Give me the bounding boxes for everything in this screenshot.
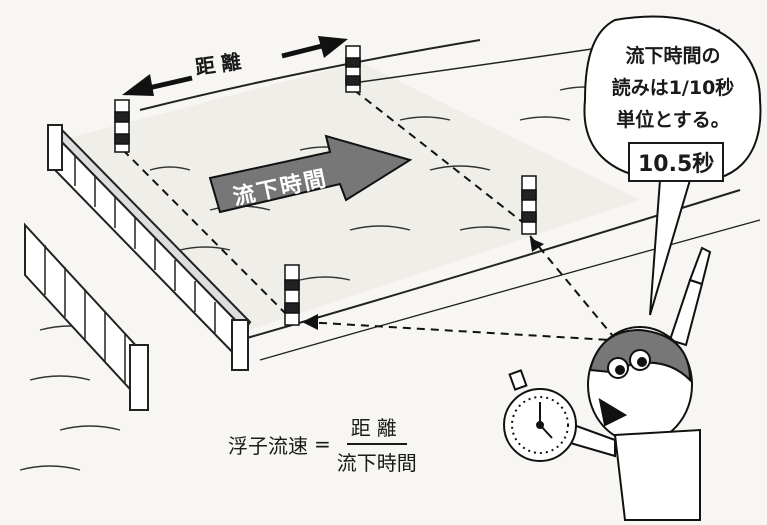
river-bank-far xyxy=(139,39,481,111)
pointing-finger xyxy=(688,246,712,286)
formula-fraction: 距離 流下時間 xyxy=(337,412,417,476)
velocity-formula: 浮子流速 = 距離 流下時間 xyxy=(228,412,417,476)
character-arm-up xyxy=(668,278,704,347)
bubble-line-2: 読みは1/10秒 xyxy=(611,77,735,99)
post-near-right xyxy=(521,175,537,235)
post-far-right xyxy=(345,45,361,93)
example-time-box: 10.5秒 xyxy=(628,142,725,182)
distance-arrow xyxy=(122,36,348,96)
formula-denominator: 流下時間 xyxy=(336,451,417,475)
formula-lhs: 浮子流速 xyxy=(228,433,308,458)
formula-equals: = xyxy=(314,432,331,456)
flow-arrow-icon xyxy=(208,134,413,214)
bubble-line-3: 単位とする。 xyxy=(616,109,730,131)
stopwatch-icon xyxy=(503,369,577,462)
bridge-upper xyxy=(47,124,252,371)
character-body xyxy=(613,428,701,521)
speech-bubble-text: 流下時間の 読みは1/10秒 単位とする。 xyxy=(598,40,748,136)
post-near-left xyxy=(284,264,300,326)
bubble-line-1: 流下時間の xyxy=(625,45,721,67)
sight-arrowhead-left xyxy=(302,314,318,330)
measurement-dashes xyxy=(122,89,613,341)
river-bank-near-2 xyxy=(259,219,761,361)
character xyxy=(559,246,712,521)
bridge-lower-rails xyxy=(44,245,126,383)
bridge-upper-rails xyxy=(74,155,216,333)
bridge-lower xyxy=(24,222,149,411)
post-far-left xyxy=(114,99,130,153)
sight-arrowhead-right xyxy=(530,238,544,252)
character-mouth xyxy=(598,397,628,427)
formula-numerator: 距離 xyxy=(346,412,407,445)
